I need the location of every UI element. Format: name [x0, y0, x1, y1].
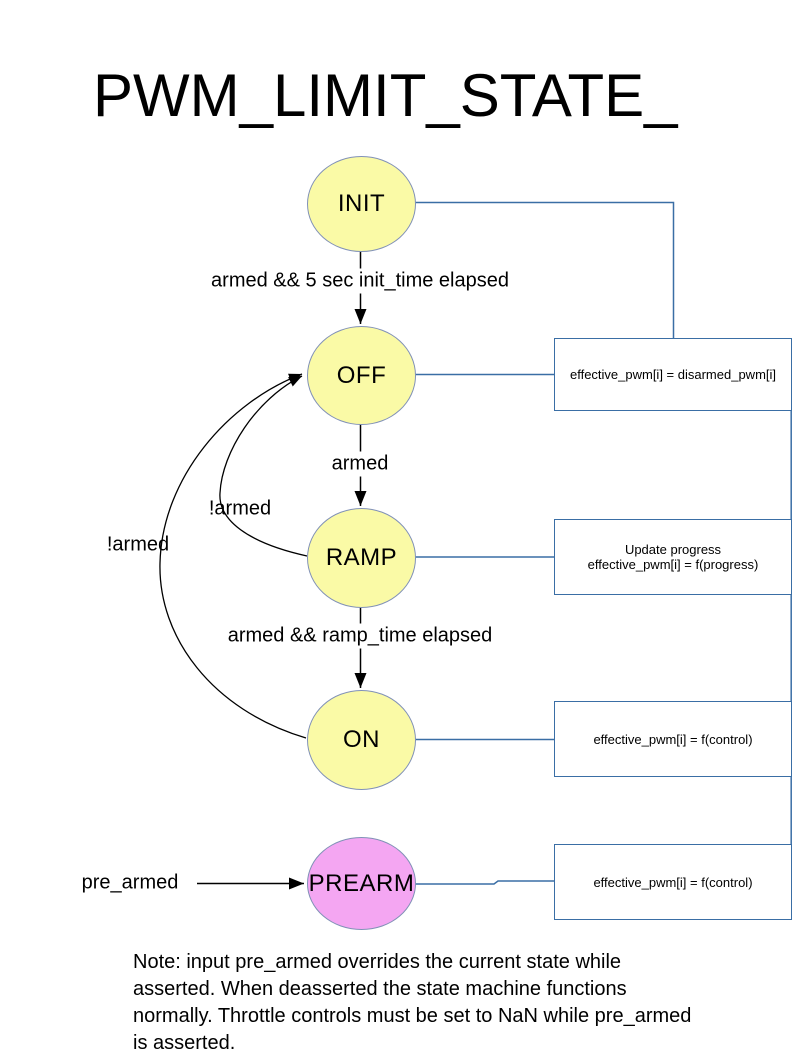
label-ramp-to-off: !armed [208, 497, 272, 520]
state-off-label: OFF [336, 361, 387, 389]
diagram-title: PWM_LIMIT_STATE_ [93, 62, 678, 129]
state-on-label: ON [343, 726, 380, 753]
label-ramp-to-on: armed && ramp_time elapsed [223, 623, 497, 649]
state-prearm: PREARM [307, 837, 416, 930]
label-init-to-off: armed && 5 sec init_time elapsed [207, 268, 513, 294]
action-box-ramp: Update progress effective_pwm[i] = f(pro… [554, 519, 792, 595]
state-prearm-label: PREARM [308, 869, 415, 897]
state-on: ON [307, 690, 416, 790]
label-pre-armed: pre_armed [81, 871, 179, 894]
arrow-on-to-off [159, 373, 307, 739]
action-off-text: effective_pwm[i] = disarmed_pwm[i] [569, 367, 777, 382]
action-prearm-text: effective_pwm[i] = f(control) [593, 874, 753, 890]
note-text: Note: input pre_armed overrides the curr… [133, 951, 692, 1054]
label-on-to-off: !armed [106, 533, 170, 556]
action-box-on: effective_pwm[i] = f(control) [554, 701, 792, 777]
action-ramp-line1: Update progress [624, 542, 722, 557]
state-init: INIT [307, 156, 416, 252]
state-ramp-label: RAMP [325, 544, 398, 571]
arrow-ramp-to-off [219, 375, 308, 557]
connector-prearm-to-action [414, 880, 554, 885]
action-ramp-line2: effective_pwm[i] = f(progress) [587, 557, 759, 572]
action-box-prearm: effective_pwm[i] = f(control) [554, 844, 792, 920]
action-on-text: effective_pwm[i] = f(control) [593, 731, 753, 747]
state-ramp: RAMP [307, 508, 416, 608]
state-init-label: INIT [337, 190, 386, 217]
label-off-to-ramp: armed [327, 451, 393, 477]
action-box-off: effective_pwm[i] = disarmed_pwm[i] [554, 338, 792, 411]
state-off: OFF [307, 326, 416, 425]
